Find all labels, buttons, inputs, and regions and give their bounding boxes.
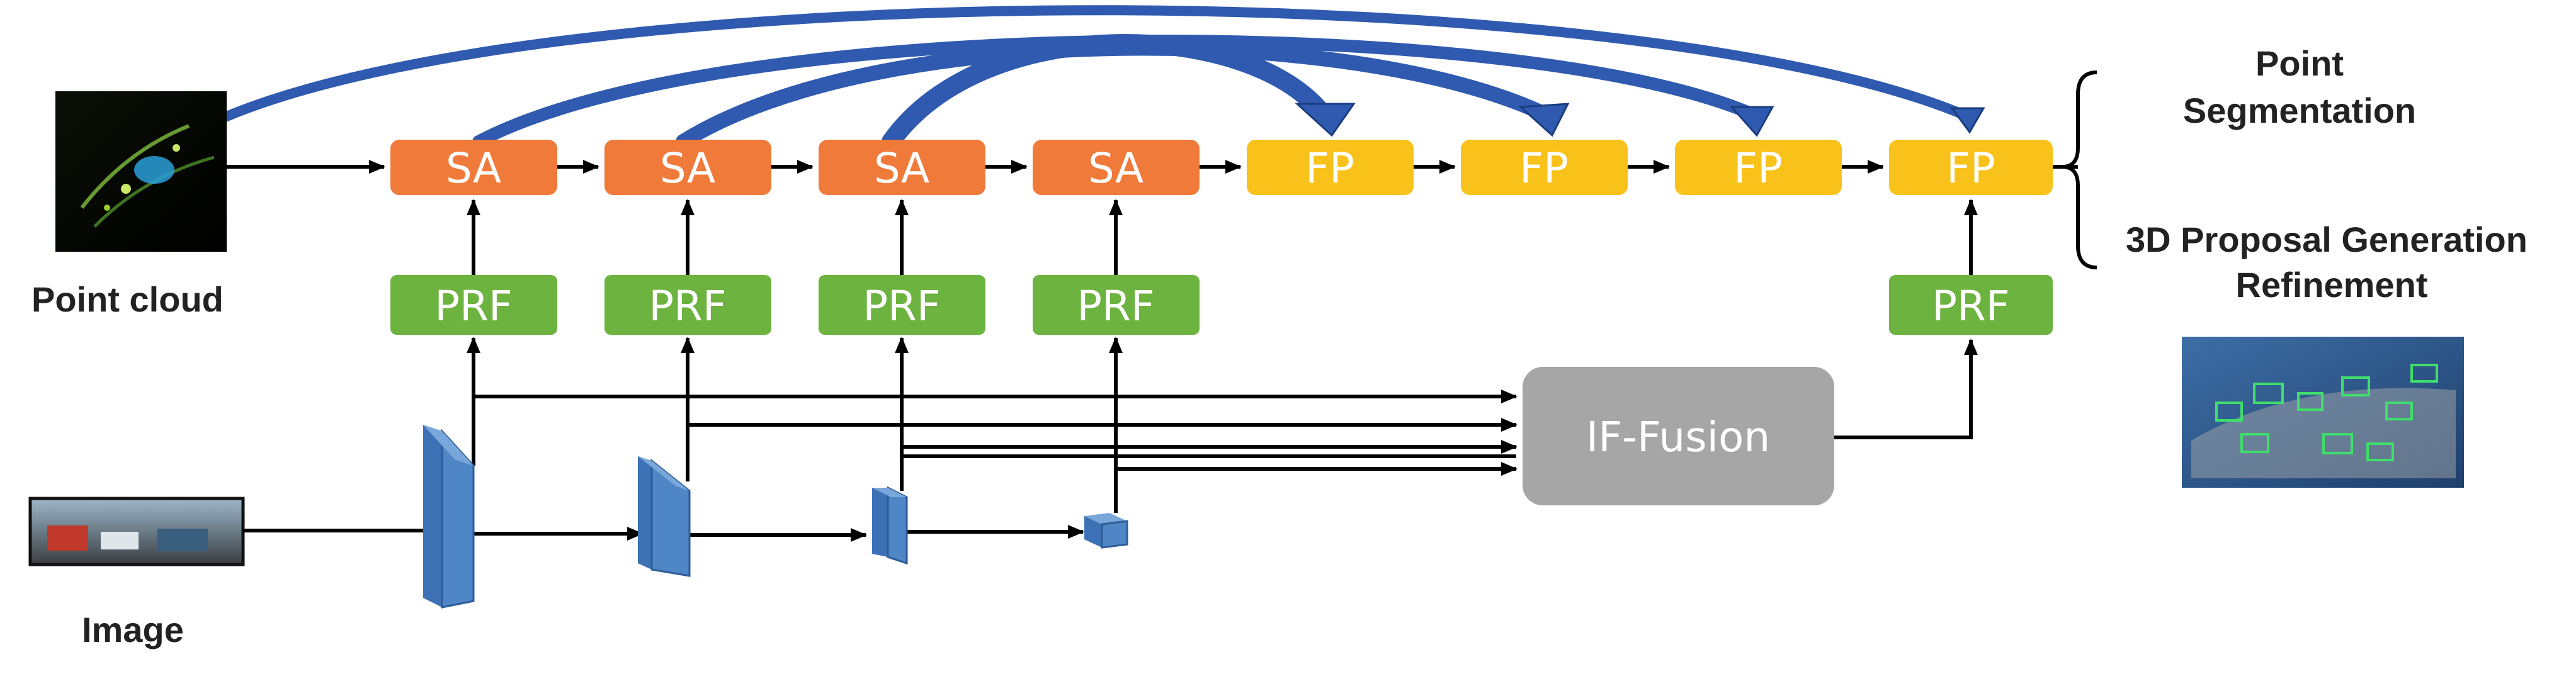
image-path-arrows <box>243 524 1084 542</box>
prf-label-1: PRF <box>434 282 513 330</box>
prf-block-2: PRF <box>604 275 771 335</box>
if-fusion-block: IF-Fusion <box>1523 367 1834 505</box>
skip-arc-sa1-to-fp3 <box>472 35 1757 148</box>
detection-scene-thumbnail <box>2182 337 2464 488</box>
sa-label-3: SA <box>874 144 929 193</box>
output-brace <box>2062 70 2097 269</box>
prf-label-2: PRF <box>649 282 727 330</box>
segmentation-label-line2: Segmentation <box>2183 91 2416 130</box>
fusion-input-arrows <box>474 390 1518 476</box>
skip-arrowhead-fp2 <box>1518 103 1570 137</box>
skip-arrowhead-fp3 <box>1729 106 1774 137</box>
sa-block-3: SA <box>819 140 985 195</box>
prf-label-3: PRF <box>863 282 941 330</box>
fp-block-3: FP <box>1675 140 1842 195</box>
proposal-label-line1: 3D Proposal Generation <box>2126 220 2528 259</box>
segmentation-label-line1: Point <box>2255 43 2344 83</box>
cnn-block-4 <box>1084 513 1128 549</box>
prf-up-arrows <box>467 199 1978 275</box>
prf-label-5: PRF <box>1932 282 2010 330</box>
skip-arrowhead-fp4 <box>1950 107 1985 134</box>
fp-label-2: FP <box>1519 144 1569 193</box>
fp-label-1: FP <box>1305 144 1354 193</box>
point-cloud-thumbnail <box>55 91 227 252</box>
fp-block-4: FP <box>1889 140 2053 195</box>
image-thumbnail <box>28 497 245 566</box>
fp-block-2: FP <box>1461 140 1628 195</box>
cnn-block-1 <box>423 425 475 609</box>
proposal-label-line2: Refinement <box>2236 265 2428 305</box>
sa-block-4: SA <box>1033 140 1200 195</box>
sa-block-1: SA <box>390 140 557 195</box>
sa-label-2: SA <box>660 144 715 193</box>
prf-block-5: PRF <box>1889 275 2053 335</box>
cnn-block-2 <box>638 456 691 577</box>
fp-label-3: FP <box>1733 144 1783 193</box>
prf-label-4: PRF <box>1077 282 1155 330</box>
skip-arrowhead-fp1 <box>1295 103 1356 137</box>
sa-label-1: SA <box>446 144 501 193</box>
image-label: Image <box>82 610 184 649</box>
prf-block-3: PRF <box>819 275 985 335</box>
if-fusion-label: IF-Fusion <box>1586 413 1770 461</box>
sa-label-4: SA <box>1088 144 1143 193</box>
fp-label-4: FP <box>1946 144 1995 193</box>
prf-block-4: PRF <box>1033 275 1200 335</box>
cnn-block-3 <box>872 486 908 565</box>
fusion-output-arrow <box>1834 339 1978 439</box>
prf-block-1: PRF <box>390 275 557 335</box>
skip-connections <box>222 5 1985 151</box>
point-cloud-label: Point cloud <box>31 279 224 319</box>
fp-block-1: FP <box>1247 140 1414 195</box>
skip-arc-sa3-to-fp1 <box>882 34 1332 151</box>
skip-arc-input-to-fp4 <box>222 5 1973 121</box>
sa-block-2: SA <box>604 140 771 195</box>
